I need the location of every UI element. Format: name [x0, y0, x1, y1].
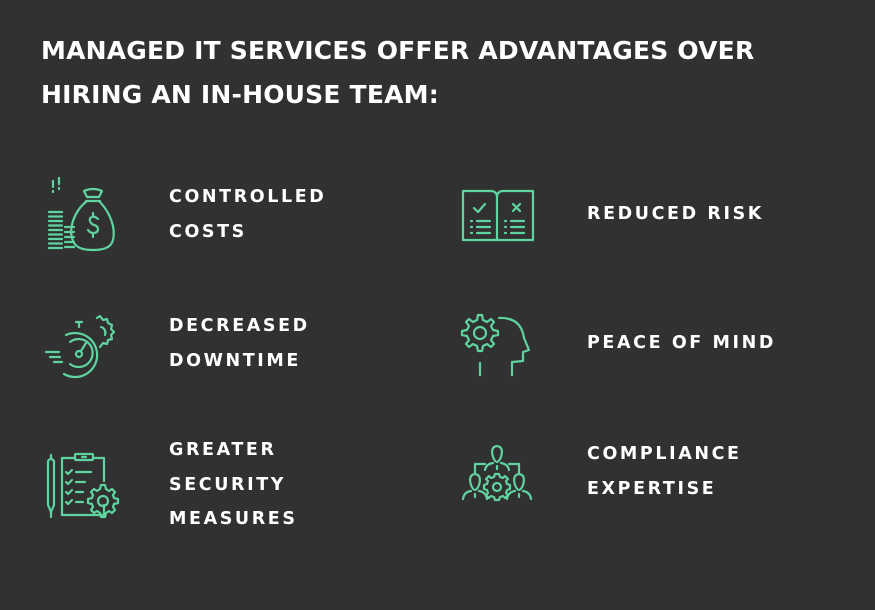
label-line: REDUCED RISK	[587, 204, 764, 224]
label-line: EXPERTISE	[587, 478, 717, 499]
benefit-label: CONTROLLED COSTS	[169, 180, 326, 249]
benefit-label: REDUCED RISK	[587, 197, 764, 232]
clipboard-checklist-gear-icon	[40, 445, 120, 525]
benefit-label: PEACE OF MIND	[587, 326, 776, 361]
money-bag-coins-icon	[40, 175, 120, 255]
label-line: SECURITY	[169, 474, 287, 495]
title-line-1: MANAGED IT SERVICES OFFER ADVANTAGES OVE…	[41, 36, 755, 65]
label-line: DECREASED	[169, 316, 310, 336]
stopwatch-gear-icon	[40, 308, 120, 388]
label-line: GREATER	[169, 440, 277, 460]
label-line: CONTROLLED	[169, 187, 327, 207]
label-line: COSTS	[169, 221, 247, 242]
benefit-label: GREATER SECURITY MEASURES	[169, 433, 298, 537]
label-line: PEACE OF MIND	[587, 333, 777, 353]
benefit-label: COMPLIANCE EXPERTISE	[587, 437, 742, 506]
head-gear-icon	[456, 305, 536, 385]
label-line: MEASURES	[169, 509, 298, 529]
open-book-checklist-icon	[457, 177, 537, 257]
benefit-label: DECREASED DOWNTIME	[169, 309, 310, 378]
label-line: DOWNTIME	[169, 350, 301, 371]
page-title: MANAGED IT SERVICES OFFER ADVANTAGES OVE…	[41, 29, 861, 117]
title-line-2: HIRING AN IN-HOUSE TEAM:	[41, 80, 439, 109]
team-hierarchy-gear-icon	[457, 437, 537, 517]
label-line: COMPLIANCE	[587, 444, 742, 464]
